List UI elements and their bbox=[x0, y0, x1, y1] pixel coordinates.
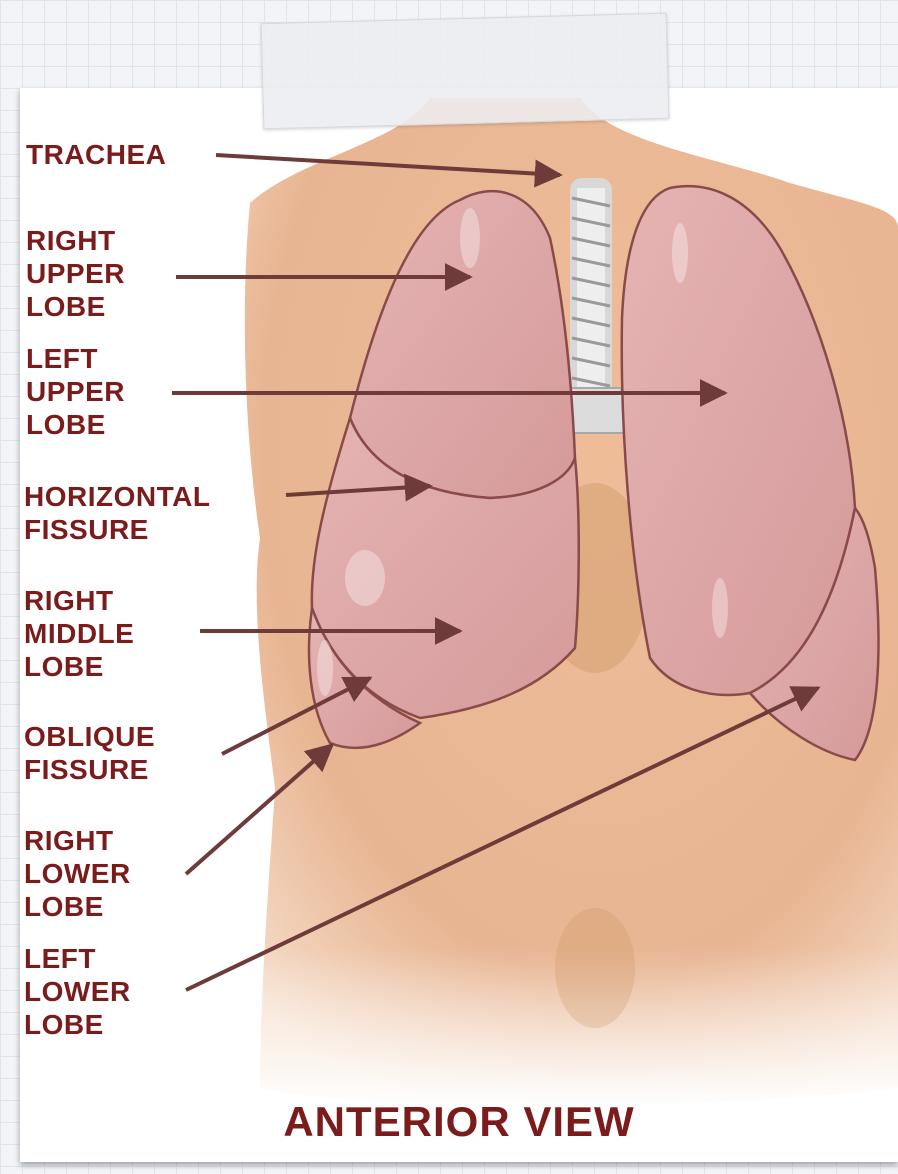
label-right-middle-lobe: RIGHT MIDDLE LOBE bbox=[24, 584, 134, 683]
label-oblique-fissure: OBLIQUE FISSURE bbox=[24, 720, 155, 786]
label-left-lower-lobe: LEFT LOWER LOBE bbox=[24, 942, 131, 1041]
label-left-upper-lobe: LEFT UPPER LOBE bbox=[26, 342, 125, 441]
label-right-upper-lobe: RIGHT UPPER LOBE bbox=[26, 224, 125, 323]
abdominal-hair bbox=[555, 908, 635, 1028]
diagram-caption: ANTERIOR VIEW bbox=[20, 1098, 898, 1146]
label-right-lower-lobe: RIGHT LOWER LOBE bbox=[24, 824, 131, 923]
label-trachea: TRACHEA bbox=[26, 138, 166, 171]
chest-illustration bbox=[20, 88, 898, 1162]
tape-strip bbox=[261, 13, 670, 130]
diagram-card: TRACHEA RIGHT UPPER LOBE LEFT UPPER LOBE… bbox=[20, 88, 898, 1162]
label-horizontal-fissure: HORIZONTAL FISSURE bbox=[24, 480, 210, 546]
